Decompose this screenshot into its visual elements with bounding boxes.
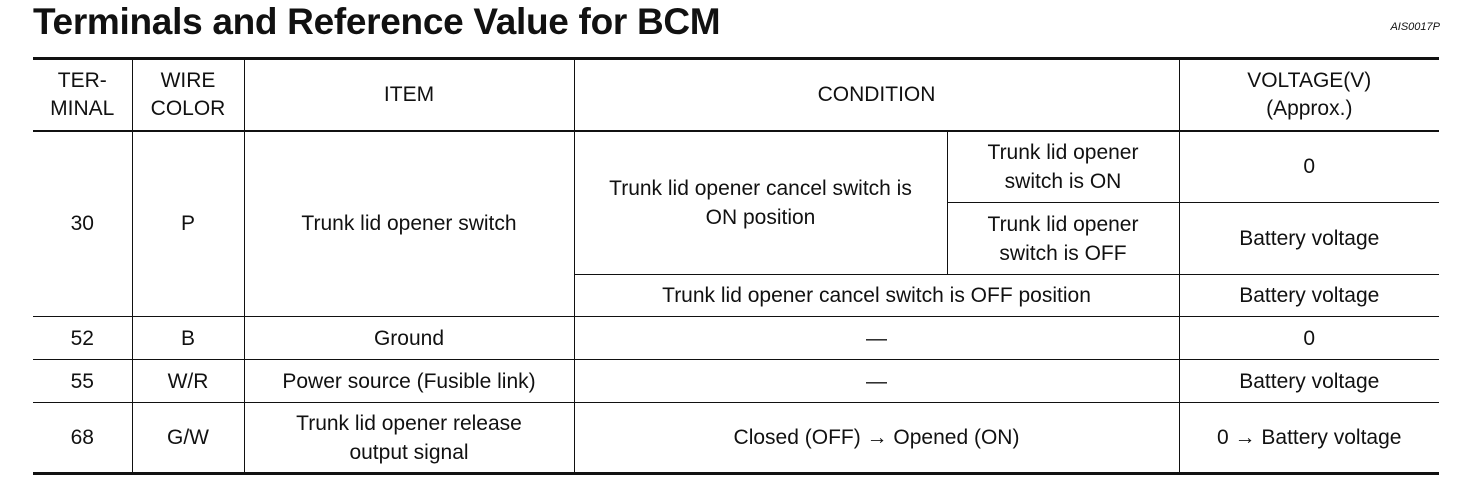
header-voltage: VOLTAGE(V) (Approx.): [1178, 58, 1440, 132]
table-row: 30 P Trunk lid opener switch Trunk lid o…: [33, 130, 1440, 317]
condition-switch-off-line1: Trunk lid opener: [987, 212, 1139, 236]
header-voltage-line1: VOLTAGE(V): [1247, 68, 1372, 92]
condition-switch-off-line2: switch is OFF: [999, 241, 1127, 265]
table-row: 55 W/R Power source (Fusible link) — Bat…: [33, 359, 1440, 403]
voltage-cell: 0 → Battery voltage: [1178, 402, 1440, 474]
condition-cell: —: [573, 316, 1180, 360]
header-item: ITEM: [243, 58, 575, 132]
wire-color-cell: G/W: [131, 402, 245, 474]
table-row: Trunk lid opener cancel switch is OFF po…: [33, 274, 1440, 317]
reference-code: AIS0017P: [1390, 21, 1440, 33]
header-terminal-line1: TER-: [57, 68, 107, 92]
wire-color-cell: B: [131, 316, 245, 360]
condition-cell: —: [573, 359, 1180, 403]
item-cell: Trunk lid opener release output signal: [243, 402, 575, 474]
item-line1: Trunk lid opener release: [296, 411, 522, 435]
item-cell: Ground: [243, 316, 575, 360]
header-terminal-line2: MINAL: [50, 96, 115, 120]
condition-cancel-off-cell: Trunk lid opener cancel switch is OFF po…: [573, 274, 1180, 317]
wire-color-cell: W/R: [131, 359, 245, 403]
table-row: 68 G/W Trunk lid opener release output s…: [33, 402, 1440, 474]
header-condition: CONDITION: [573, 58, 1180, 132]
condition-switch-off-cell: Trunk lid opener switch is OFF: [946, 202, 1180, 275]
table-row: 52 B Ground — 0: [33, 316, 1440, 360]
condition-switch-on-line1: Trunk lid opener: [987, 140, 1139, 164]
item-cell: Power source (Fusible link): [243, 359, 575, 403]
condition-cancel-on-cell: Trunk lid opener cancel switch is ON pos…: [573, 130, 948, 275]
terminal-cell: 55: [33, 359, 133, 403]
terminal-reference-table: TER- MINAL WIRE COLOR ITEM CONDITION VOL…: [33, 57, 1440, 475]
terminal-cell: 30: [33, 130, 133, 317]
condition-cancel-on-line1: Trunk lid opener cancel switch is: [609, 176, 912, 200]
condition-cancel-on-line2: ON position: [705, 205, 816, 229]
header-wire-line2: COLOR: [150, 96, 226, 120]
header-wire-color: WIRE COLOR: [131, 58, 245, 132]
condition-switch-on-line2: switch is ON: [1004, 169, 1122, 193]
table-row: Trunk lid opener switch is OFF Battery v…: [33, 202, 1440, 275]
terminal-cell: 52: [33, 316, 133, 360]
header-voltage-line2: (Approx.): [1266, 96, 1353, 120]
condition-switch-on-cell: Trunk lid opener switch is ON: [946, 130, 1180, 203]
header-wire-line1: WIRE: [160, 68, 216, 92]
condition-cell: Closed (OFF) → Opened (ON): [573, 402, 1180, 474]
header-terminal: TER- MINAL: [33, 58, 133, 132]
voltage-cell: Battery voltage: [1178, 202, 1440, 275]
voltage-cell: Battery voltage: [1178, 274, 1440, 317]
item-line2: output signal: [349, 440, 469, 464]
terminal-cell: 68: [33, 402, 133, 474]
voltage-cell: 0: [1178, 316, 1440, 360]
table-header-row: TER- MINAL WIRE COLOR ITEM CONDITION VOL…: [33, 58, 1440, 132]
wire-color-cell: P: [131, 130, 245, 317]
voltage-cell: 0: [1178, 130, 1440, 203]
page-title: Terminals and Reference Value for BCM: [33, 1, 721, 42]
voltage-cell: Battery voltage: [1178, 359, 1440, 403]
item-cell: Trunk lid opener switch: [243, 130, 575, 317]
